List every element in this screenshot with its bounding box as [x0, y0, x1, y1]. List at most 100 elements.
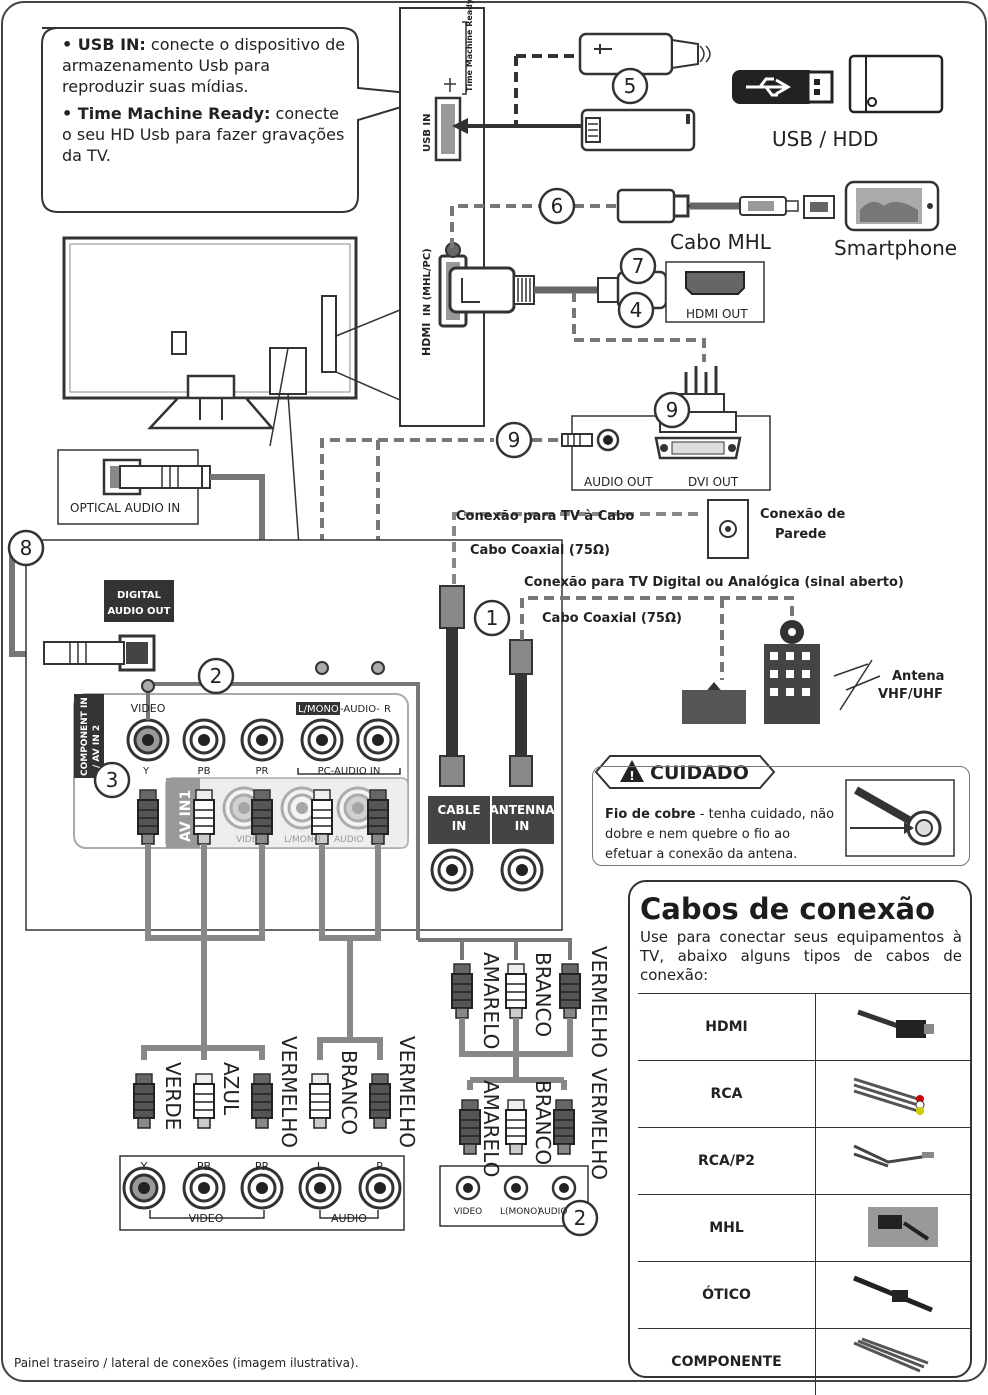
usb-plugs	[452, 34, 710, 150]
usb-in-label: USB IN	[422, 113, 433, 152]
cable-type-hdmi: HDMI	[638, 994, 816, 1061]
antenna-in-label: IN	[515, 819, 530, 833]
cable-type-rca: RCA	[638, 1061, 816, 1128]
tv-digital-label: Conexão para TV Digital ou Analógica (si…	[524, 575, 904, 590]
badge-8: 8	[20, 536, 33, 560]
badge-4: 4	[630, 298, 643, 322]
dvi-out-label: DVI OUT	[688, 475, 739, 489]
table-row: ÓTICO	[638, 1262, 970, 1329]
footnote: Painel traseiro / lateral de conexões (i…	[14, 1356, 359, 1370]
av-in1-label: AV IN1	[178, 790, 194, 842]
video-label: VIDEO	[131, 702, 166, 715]
hdmi-cable-icon	[816, 994, 971, 1061]
legend-description: Use para conectar seus equipamentos à TV…	[640, 928, 962, 985]
cable-in-label: IN	[452, 819, 467, 833]
time-machine-label: Time Machine Ready	[465, 0, 474, 92]
cables-table: HDMI RCA RCA/P2 MHL ÓTICO COMPONENTE	[638, 993, 970, 1395]
badge-5: 5	[624, 74, 637, 98]
badge-1: 1	[486, 606, 499, 630]
r-label: R	[384, 704, 391, 715]
pc-audio-in-label: PC-AUDIO IN	[318, 766, 381, 777]
branco-label-2: BRANCO	[531, 952, 555, 1037]
badge-7: 7	[632, 254, 645, 278]
azul-label: AZUL	[219, 1062, 243, 1116]
wall-label-2: Parede	[775, 527, 826, 542]
vermelho-label-4: VERMELHO	[587, 1068, 611, 1180]
badge-9a: 9	[666, 398, 679, 422]
amarelo-label-2: AMARELO	[479, 1080, 503, 1177]
tv-cable-label: Conexão para TV à Cabo	[456, 509, 634, 524]
cable-type-optical: ÓTICO	[638, 1262, 816, 1329]
mhl-cable-icon	[816, 1195, 971, 1262]
audio-faded-label: AUDIO	[334, 835, 363, 845]
optical-cable-icon	[816, 1262, 971, 1329]
badge-2b: 2	[574, 1206, 587, 1230]
usb-callout-text: • USB IN: conecte o dispositivo de armaz…	[62, 34, 352, 172]
usb-in-title: • USB IN:	[62, 35, 146, 54]
av-lmono-label: L(MONO)	[500, 1207, 541, 1217]
table-row: HDMI	[638, 994, 970, 1061]
amarelo-label-1: AMARELO	[479, 952, 503, 1049]
table-row: RCA/P2	[638, 1128, 970, 1195]
audio-out-label-2: AUDIO OUT	[108, 606, 171, 617]
y-label: Y	[142, 766, 150, 777]
hdmi-in-label: IN (MHL/PC)	[422, 248, 433, 316]
av-video-label: VIDEO	[454, 1207, 483, 1217]
wall-label-1: Conexão de	[760, 507, 845, 522]
pr-label: PR	[256, 766, 269, 777]
av-plugs	[440, 964, 588, 1226]
badge-2a: 2	[210, 664, 223, 688]
audio-out-label: AUDIO OUT	[584, 475, 653, 489]
lmono-faded-label: L/MONO	[284, 835, 321, 845]
caution-box: Fio de cobre - tenha cuidado, não dobre …	[592, 766, 970, 866]
badge-9b: 9	[508, 428, 521, 452]
component-in-label: COMPONENT IN	[80, 697, 90, 776]
component-in-2-label: / AV IN 2	[92, 725, 102, 768]
vermelho-label-2: VERMELHO	[395, 1036, 419, 1148]
bottom-pr-label: PR	[255, 1160, 270, 1173]
pb-label: PB	[198, 766, 211, 777]
hdmi-out-label: HDMI OUT	[686, 307, 748, 321]
table-row: RCA	[638, 1061, 970, 1128]
usb-hdd-label: USB / HDD	[772, 127, 878, 151]
hdmi-logo: HDMI	[420, 323, 433, 356]
av-audio-label: AUDIO	[538, 1207, 567, 1217]
rca-cable-icon	[816, 1061, 971, 1128]
caution-text: Fio de cobre - tenha cuidado, não dobre …	[605, 805, 835, 865]
cable-type-component: COMPONENTE	[638, 1329, 816, 1395]
digital-label: DIGITAL	[117, 590, 162, 601]
antenna-label-2: VHF/UHF	[878, 687, 943, 702]
l-mono-text: L/MONO	[298, 704, 339, 715]
coax-2-label: Cabo Coaxial (75Ω)	[542, 611, 682, 626]
vermelho-label-1: VERMELHO	[277, 1036, 301, 1148]
bottom-l-label: L	[317, 1160, 324, 1173]
bottom-pb-label: PB	[197, 1160, 211, 1173]
audio-r-label: -AUDIO-	[340, 704, 380, 715]
cable-type-mhl: MHL	[638, 1195, 816, 1262]
bottom-y-label: Y	[140, 1160, 148, 1173]
component-cable-icon	[816, 1329, 971, 1395]
antenna-label: ANTENNA	[489, 803, 555, 817]
badge-6: 6	[551, 194, 564, 218]
table-row: MHL	[638, 1195, 970, 1262]
usb-hdd-icons	[732, 56, 942, 112]
caution-bold: Fio de cobre	[605, 807, 696, 822]
branco-label-1: BRANCO	[337, 1050, 361, 1135]
cable-type-rca-p2: RCA/P2	[638, 1128, 816, 1195]
vermelho-label-3: VERMELHO	[587, 946, 611, 1058]
branco-label-3: BRANCO	[531, 1080, 555, 1165]
badge-3: 3	[106, 768, 119, 792]
legend-title: Cabos de conexão	[640, 892, 962, 926]
bottom-video-label: VIDEO	[189, 1212, 224, 1225]
table-row: COMPONENTE	[638, 1329, 970, 1395]
verde-label: VERDE	[161, 1062, 185, 1130]
smartphone-label: Smartphone	[834, 236, 957, 260]
tmr-title: • Time Machine Ready:	[62, 104, 270, 123]
bottom-r-label: R	[376, 1160, 384, 1173]
cables-legend: Cabos de conexão Use para conectar seus …	[628, 880, 972, 1378]
mhl-cable-label: Cabo MHL	[670, 230, 772, 254]
buildings-icon	[682, 644, 880, 724]
bottom-audio-label: AUDIO	[331, 1212, 367, 1225]
coax-1-label: Cabo Coaxial (75Ω)	[470, 543, 610, 558]
antenna-label-1: Antena	[892, 669, 944, 684]
